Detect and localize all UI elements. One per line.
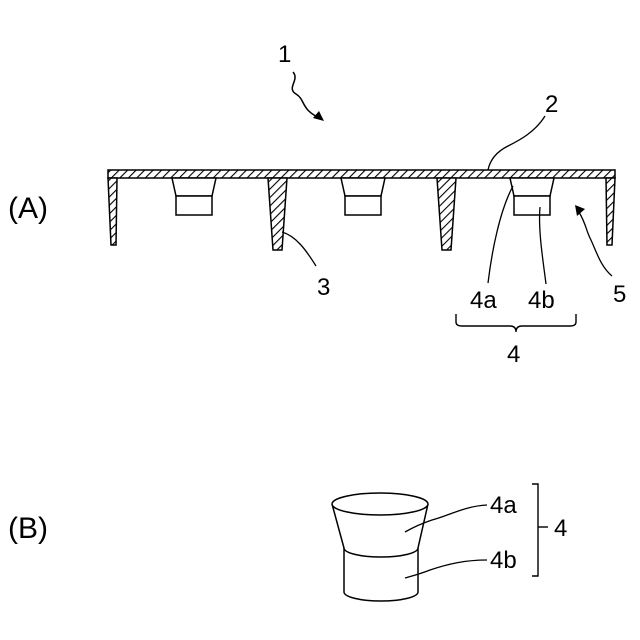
leader-4b	[540, 207, 546, 284]
label-3: 3	[317, 274, 330, 301]
leader-2	[488, 116, 545, 170]
rib-right	[437, 178, 456, 250]
leader-3	[282, 232, 316, 266]
leader-4a	[488, 186, 513, 283]
bracket-4	[532, 484, 538, 576]
label-b-4: 4	[554, 515, 567, 542]
brace-4	[456, 314, 576, 332]
panel-a: (A) 1 2 3 4a	[8, 41, 626, 368]
top-plate	[108, 170, 615, 178]
label-b-4a: 4a	[490, 492, 517, 519]
plug-3	[510, 178, 554, 215]
arrow-1	[292, 72, 322, 119]
plug-top-face	[332, 493, 428, 515]
right-outer-leg	[606, 178, 615, 245]
left-outer-leg	[108, 178, 117, 245]
panel-b-label: (B)	[8, 512, 48, 545]
rib-left	[268, 178, 287, 250]
label-4: 4	[507, 341, 520, 368]
plug-1	[172, 178, 216, 215]
panel-a-label: (A)	[8, 192, 48, 225]
plug-3d	[332, 493, 428, 601]
label-4a: 4a	[470, 287, 497, 314]
label-b-4b: 4b	[490, 547, 517, 574]
plug-2	[341, 178, 385, 215]
panel-b: (B) 4a 4b 4	[8, 484, 567, 601]
label-5: 5	[613, 281, 626, 308]
label-4b: 4b	[528, 287, 555, 314]
label-2: 2	[545, 91, 558, 118]
label-1: 1	[278, 41, 291, 68]
